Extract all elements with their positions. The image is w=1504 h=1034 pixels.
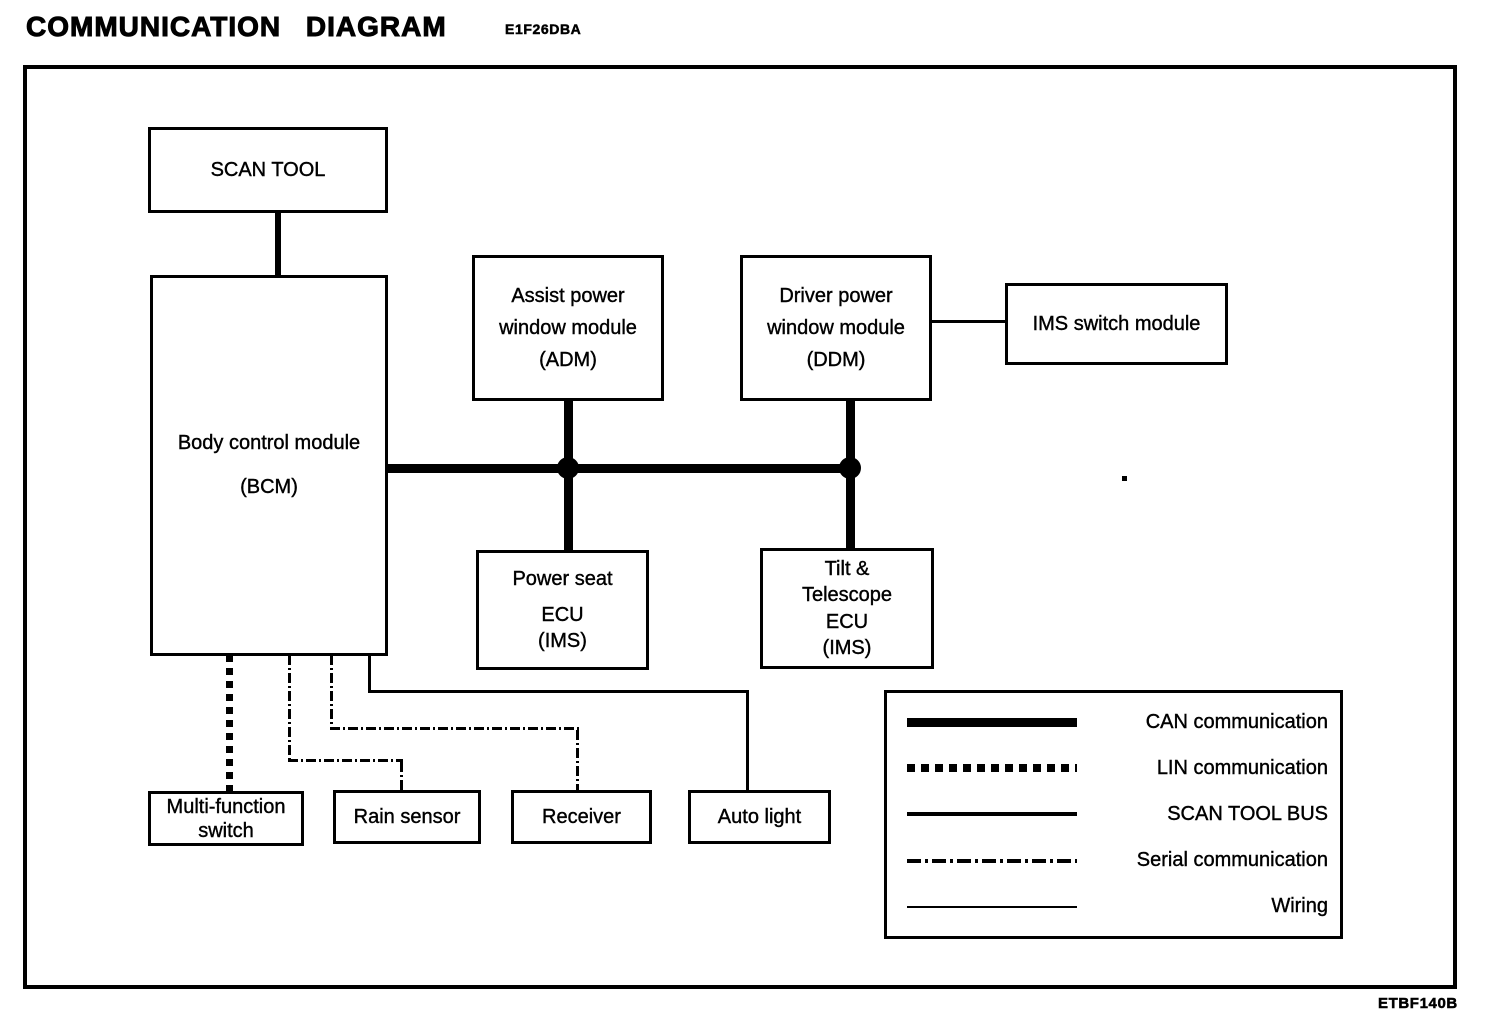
- node-multi-function-switch: Multi-function switch: [148, 791, 304, 846]
- node-label: Auto light: [717, 805, 802, 828]
- node-label: ECU: [825, 610, 869, 633]
- legend-swatch-scan-tool-bus-line: [887, 812, 1083, 817]
- legend-swatch-can-line: [887, 717, 1083, 727]
- node-assist-power-window-module: Assist power window module (ADM): [472, 255, 664, 401]
- node-label: Assist power: [511, 285, 625, 307]
- wiring-line-ddm-ims: [929, 320, 1007, 323]
- node-label: Power seat: [512, 568, 613, 590]
- page-title: COMMUNICATION DIAGRAM: [26, 11, 447, 43]
- legend-swatch-lin-line: [887, 764, 1083, 773]
- serial-line-bcm-rainsensor: [288, 759, 403, 762]
- serial-line-bcm-receiver: [576, 730, 579, 790]
- node-label: Multi-function: [166, 795, 286, 818]
- legend-label: CAN communication: [1145, 710, 1329, 733]
- node-label: IMS switch module: [1032, 312, 1201, 335]
- scan-artifact-dot: [1122, 476, 1127, 481]
- legend-swatch-wiring-line: [887, 905, 1083, 908]
- node-label: SCAN TOOL: [210, 158, 326, 181]
- node-label: Tilt &: [824, 557, 870, 580]
- node-power-seat-ecu: Power seat ECU (IMS): [476, 550, 649, 670]
- node-label: (ADM): [539, 349, 597, 371]
- node-rain-sensor: Rain sensor: [333, 790, 481, 844]
- node-label: (IMS): [538, 630, 587, 652]
- legend-row-scan-tool-bus: SCAN TOOL BUS: [887, 803, 1340, 826]
- node-label: switch: [198, 819, 254, 842]
- node-ims-switch-module: IMS switch module: [1005, 283, 1228, 365]
- legend-label: LIN communication: [1156, 756, 1329, 779]
- node-label: Driver power: [779, 285, 893, 307]
- node-label: (DDM): [806, 349, 866, 371]
- section-code: E1F26DBA: [505, 21, 582, 38]
- node-label: Receiver: [542, 805, 621, 828]
- scan-tool-bus-line: [275, 211, 281, 277]
- wiring-line-bcm-autolight: [368, 655, 371, 693]
- node-label: window module: [767, 317, 905, 339]
- legend-row-serial: Serial communication: [887, 849, 1340, 872]
- legend-label: SCAN TOOL BUS: [1167, 802, 1328, 825]
- node-label: (IMS): [822, 636, 872, 659]
- serial-line-bcm-receiver: [330, 727, 579, 730]
- node-tilt-telescope-ecu: Tilt & Telescope ECU (IMS): [760, 548, 934, 669]
- can-junction-dot: [557, 457, 579, 479]
- legend-row-can: CAN communication: [887, 710, 1340, 734]
- node-label: Body control module: [177, 432, 361, 454]
- node-scan-tool: SCAN TOOL: [148, 127, 388, 213]
- legend-row-lin: LIN communication: [887, 757, 1340, 780]
- node-driver-power-window-module: Driver power window module (DDM): [740, 255, 932, 401]
- serial-line-bcm-receiver: [330, 655, 333, 729]
- node-auto-light: Auto light: [688, 790, 831, 844]
- node-label: (BCM): [240, 476, 298, 498]
- legend-row-wiring: Wiring: [887, 895, 1340, 918]
- node-receiver: Receiver: [511, 790, 652, 844]
- node-body-control-module: Body control module (BCM): [150, 275, 388, 656]
- legend-swatch-serial-line: [887, 858, 1083, 863]
- legend-label: Serial communication: [1136, 849, 1329, 872]
- can-bus-line-horizontal: [386, 464, 855, 473]
- node-label: window module: [499, 317, 637, 339]
- figure-code: ETBF140B: [1378, 995, 1458, 1013]
- node-label: ECU: [541, 604, 584, 626]
- lin-line-bcm-multifunction: [226, 655, 233, 793]
- serial-line-bcm-rainsensor: [400, 762, 403, 790]
- diagram-border-frame: [23, 65, 1457, 989]
- node-label: Telescope: [801, 584, 893, 607]
- node-label: Rain sensor: [353, 805, 461, 828]
- can-junction-dot: [839, 457, 861, 479]
- wiring-line-bcm-autolight: [368, 690, 749, 693]
- legend-box: CAN communication LIN communication SCAN…: [884, 690, 1343, 939]
- wiring-line-bcm-autolight: [746, 690, 749, 790]
- serial-line-bcm-rainsensor: [288, 655, 291, 761]
- legend-label: Wiring: [1271, 895, 1328, 918]
